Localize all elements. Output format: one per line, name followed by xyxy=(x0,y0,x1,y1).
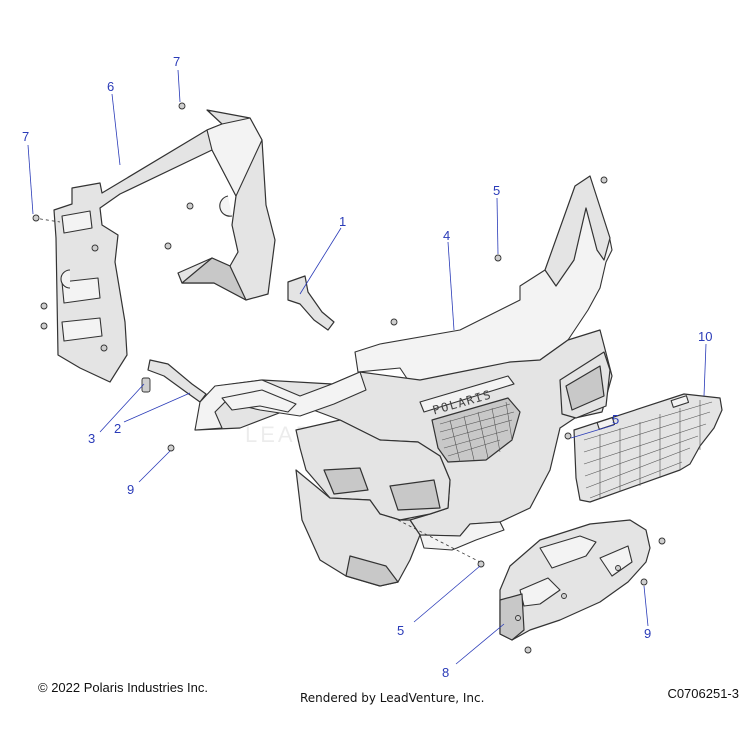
diagram-code: C0706251-3 xyxy=(667,686,739,701)
part-1-bracket[interactable] xyxy=(287,275,335,331)
callout-4: 4 xyxy=(443,228,450,243)
callout-9-right: 9 xyxy=(644,626,651,641)
part-6-shroud[interactable] xyxy=(33,109,276,383)
callout-labels: 6 7 7 1 4 5 5 5 10 3 2 9 9 8 xyxy=(22,54,712,680)
part-8-skid-plate[interactable] xyxy=(499,519,651,641)
copyright-text: © 2022 Polaris Industries Inc. xyxy=(38,680,208,695)
rendered-by-text: Rendered by LeadVenture, Inc. xyxy=(300,691,485,705)
callout-9-left: 9 xyxy=(127,482,134,497)
shroud-fasteners xyxy=(32,102,398,352)
callout-8: 8 xyxy=(442,665,449,680)
callout-6: 6 xyxy=(107,79,114,94)
callout-3: 3 xyxy=(88,431,95,446)
callout-5-right: 5 xyxy=(612,412,619,427)
callout-5-bottom: 5 xyxy=(397,623,404,638)
callout-7-top: 7 xyxy=(173,54,180,69)
part-4-front-fascia[interactable]: POLARIS xyxy=(194,175,613,587)
callout-10: 10 xyxy=(698,329,712,344)
callout-5-top: 5 xyxy=(493,183,500,198)
callout-7-left: 7 xyxy=(22,129,29,144)
callout-1: 1 xyxy=(339,214,346,229)
misc-fasteners xyxy=(167,176,666,654)
part-2-bracket[interactable] xyxy=(147,359,207,403)
leader-lines xyxy=(27,69,707,665)
callout-2: 2 xyxy=(114,421,121,436)
part-10-grille[interactable] xyxy=(573,393,723,503)
part-3-fastener[interactable] xyxy=(141,377,151,393)
